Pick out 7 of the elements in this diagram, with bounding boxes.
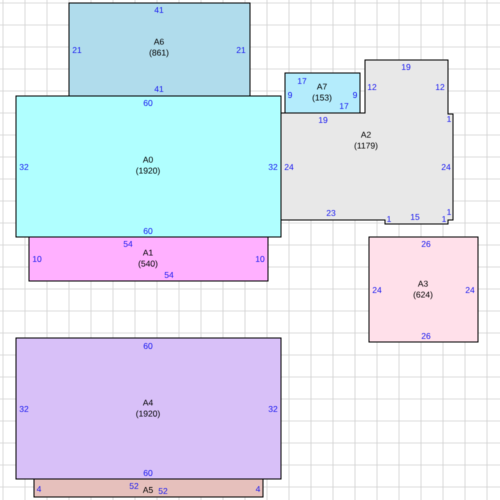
room: 17 9 A7 (153) 9 17 <box>284 72 360 114</box>
room: 60 32 A4 (1920) 32 60 <box>16 338 282 480</box>
room: 60 32 A0 (1920) 32 60 <box>16 96 282 238</box>
room: 4 52 A5 52 4 <box>34 478 264 498</box>
room: 41 21 A6 (861) 21 41 <box>68 2 250 96</box>
room: 26 24 A3 (624) 24 26 <box>368 236 478 342</box>
room: 54 10 A1 (540) 10 54 <box>28 236 268 282</box>
